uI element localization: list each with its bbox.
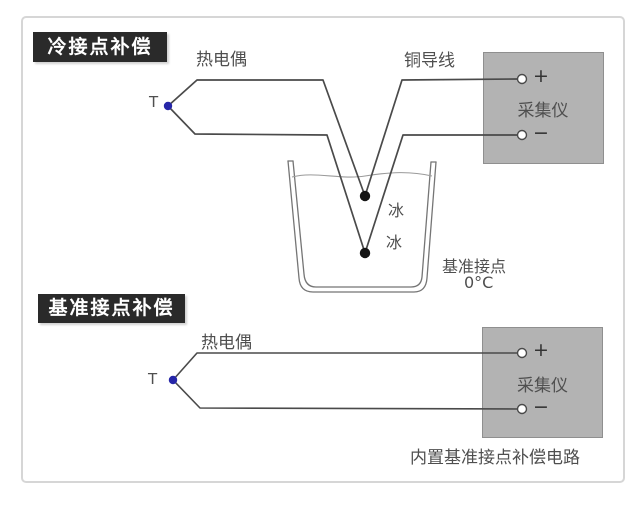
thermocouple-label-bottom: 热电偶 xyxy=(201,333,252,353)
instrument-name-top: 采集仪 xyxy=(517,101,569,121)
probe-temperature-label-bottom: T xyxy=(148,370,158,388)
built-in-compensation-caption: 内置基准接点补偿电路 xyxy=(410,448,580,468)
minus-sign-bottom: − xyxy=(533,396,549,418)
plus-sign-top: + xyxy=(533,65,549,87)
reference-junction-dot-deep xyxy=(359,247,371,259)
reference-junction-dot-shallow xyxy=(359,190,371,202)
thermocouple-label-top: 热电偶 xyxy=(196,50,247,70)
water-line xyxy=(291,172,433,178)
ice-label-1: 冰 xyxy=(388,201,405,220)
measuring-junction-dot-top xyxy=(163,101,173,111)
ice-label-2: 冰 xyxy=(386,233,403,252)
section-title-cold-junction-compensation: 冷接点补偿 xyxy=(33,32,167,62)
probe-temperature-label-top: T xyxy=(149,93,159,111)
plus-sign-bottom: + xyxy=(533,339,549,361)
thermocouple-plus-wire-bottom xyxy=(172,352,518,381)
thermocouple-plus-wire xyxy=(167,78,519,197)
beaker-outer-wall xyxy=(287,160,437,293)
minus-terminal-bottom xyxy=(516,403,528,415)
acquisition-instrument-box-bottom xyxy=(482,327,603,438)
plus-terminal-top xyxy=(516,73,528,85)
measuring-junction-dot-bottom xyxy=(168,375,178,385)
minus-sign-top: − xyxy=(533,122,549,144)
acquisition-instrument-box-top xyxy=(483,52,604,164)
minus-terminal-top xyxy=(516,129,528,141)
reference-temperature-label: 0°C xyxy=(464,273,494,292)
thermocouple-minus-wire xyxy=(167,105,518,254)
thermocouple-minus-wire-bottom xyxy=(172,379,519,410)
beaker-inner-wall xyxy=(292,160,432,288)
instrument-name-bottom: 采集仪 xyxy=(517,376,568,396)
section-title-reference-junction-compensation: 基准接点补偿 xyxy=(38,294,185,323)
copper-wire-label: 铜导线 xyxy=(404,51,455,71)
plus-terminal-bottom xyxy=(516,347,528,359)
reference-junction-label: 基准接点 xyxy=(442,257,507,276)
